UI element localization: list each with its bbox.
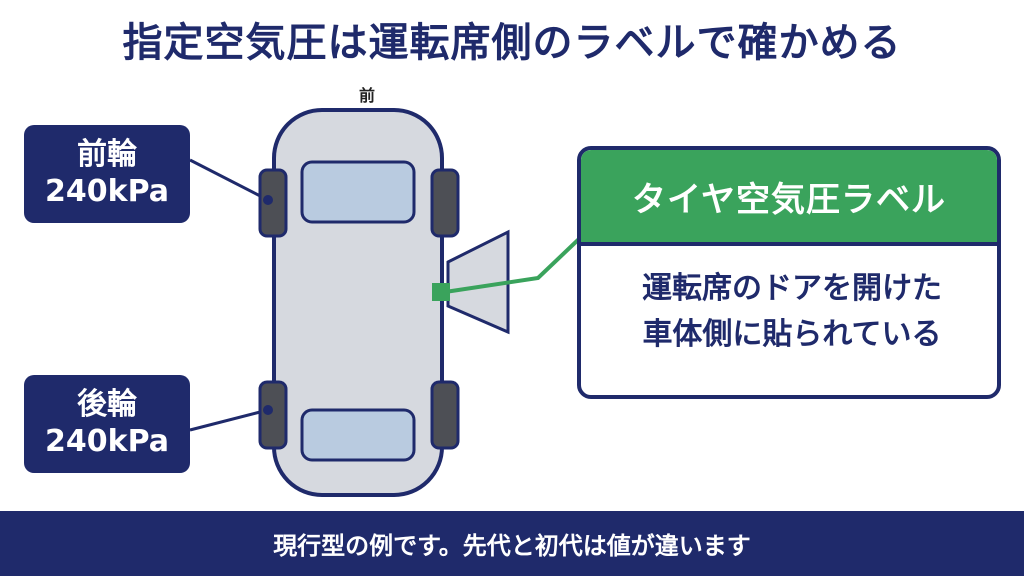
rear-connector-line [189, 408, 269, 432]
rear-tire-name: 後輪 [77, 387, 137, 422]
label-card-line1: 運転席のドアを開けた [642, 271, 942, 306]
label-location-marker [432, 283, 450, 301]
front-left-tire [258, 168, 288, 238]
front-direction-label: 前 [358, 86, 375, 105]
label-card-header: タイヤ空気圧ラベル [581, 150, 997, 246]
front-right-tire [430, 168, 460, 238]
front-tire-pressure: 240kPa [45, 174, 169, 209]
rear-tire-box: 後輪 240kPa [24, 375, 190, 473]
front-tire-dot [263, 195, 273, 205]
front-connector-line [189, 158, 269, 202]
footer-note: 現行型の例です。先代と初代は値が違います [0, 511, 1024, 576]
front-tire-name: 前輪 [77, 137, 137, 172]
tire-pressure-label-card: タイヤ空気圧ラベル 運転席のドアを開けた 車体側に貼られている [577, 146, 1001, 399]
label-card-line2: 車体側に貼られている [642, 317, 942, 352]
rear-left-tire [258, 380, 288, 450]
rear-tire-pressure: 240kPa [45, 424, 169, 459]
rear-window [300, 408, 416, 462]
front-windshield [300, 160, 416, 224]
rear-tire-dot [263, 405, 273, 415]
rear-right-tire [430, 380, 460, 450]
page-title: 指定空気圧は運転席側のラベルで確かめる [122, 20, 902, 66]
label-card-body: 運転席のドアを開けた 車体側に貼られている [581, 246, 997, 358]
front-tire-box: 前輪 240kPa [24, 125, 190, 223]
label-pointer-line [444, 236, 582, 294]
